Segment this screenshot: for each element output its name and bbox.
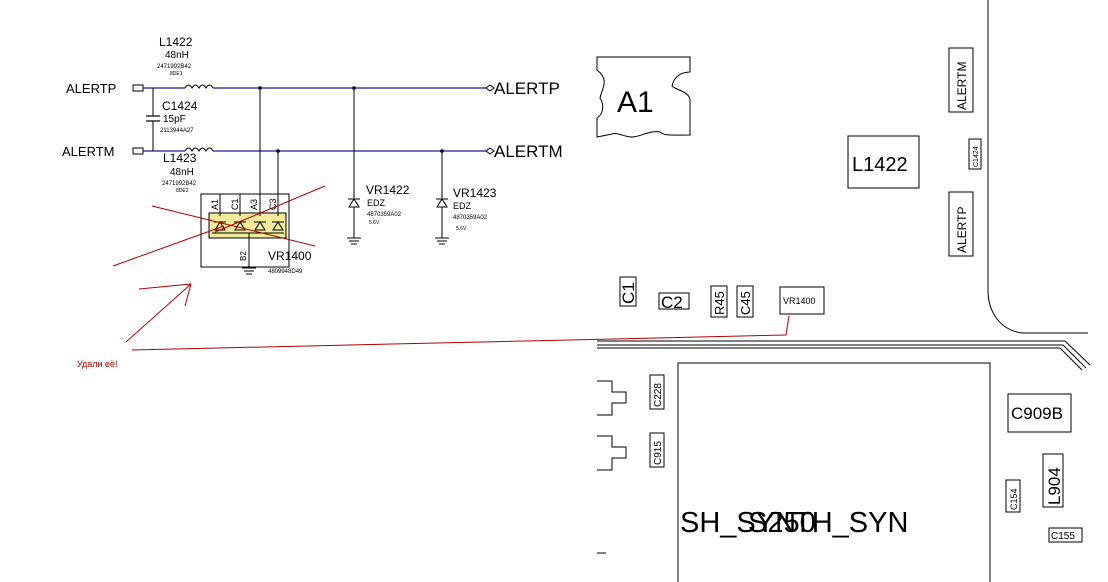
l1423-sub: 8DE2 (176, 188, 189, 194)
alertp-pad (948, 191, 974, 257)
c2-label: C2 (661, 293, 683, 312)
r45-footprint (710, 285, 728, 318)
trace (1062, 344, 1087, 369)
c1424-footprint (968, 138, 982, 170)
alertp-pad-label: ALERTP (955, 207, 969, 253)
c1-footprint (619, 276, 637, 307)
c1-label: C1 (619, 282, 638, 304)
net-label-alertm-left: ALERTM (62, 144, 115, 159)
l1423-part: 2471992B42 (162, 181, 197, 187)
c45-footprint (736, 285, 754, 318)
c154-label: C154 (1009, 488, 1019, 510)
vr1400-pin-b2: B2 (239, 251, 248, 261)
l1422-part: 2471992B42 (157, 64, 192, 70)
connector-alertm-right (485, 147, 495, 155)
vr1422-part: 4870359A02 (367, 212, 402, 218)
trace (1064, 340, 1091, 366)
vr1400-pin-a1: A1 (210, 199, 220, 210)
l1422-footprint (847, 135, 920, 189)
l904-label: L904 (1045, 467, 1064, 505)
c155-label: C155 (1051, 531, 1075, 542)
vr1422-ref: VR1422 (366, 183, 410, 197)
connector-alertp-right (485, 84, 495, 92)
alertm-pad (948, 47, 974, 113)
vr1400-pin-a3: A3 (249, 199, 259, 210)
c155-footprint (1048, 527, 1083, 543)
th-syn-label: TH_SYN (794, 507, 908, 539)
l1422-value: 48nH (165, 50, 189, 61)
schematic: ALERTP ALERTM L1422 48nH 2471992B42 8DE1… (62, 35, 790, 369)
l1422-ref: L1422 (159, 35, 193, 49)
c228-footprint (649, 374, 665, 410)
vr1423-type: EDZ (453, 201, 472, 211)
vr1422-type: EDZ (367, 198, 386, 208)
c1424-value: 15pF (163, 114, 186, 125)
vr1400-part: 4809948D49 (268, 269, 303, 275)
inductor-l1422-symbol (184, 84, 214, 89)
diode-vr1423-symbol (435, 151, 449, 245)
vr1423-ref: VR1423 (453, 186, 497, 200)
vr1400-pin-c3: C3 (268, 198, 278, 210)
diode-vr1422-symbol (347, 88, 361, 245)
capacitor-c1424-symbol (146, 88, 160, 151)
sh-syn-label: SH_SYN (680, 507, 796, 539)
c1424-part: 2113944A27 (160, 128, 194, 134)
l1423-value: 48nH (170, 167, 194, 178)
ic-outline (677, 362, 991, 582)
annotation-text: Удали её! (77, 359, 118, 369)
vr1400-label: VR1400 (783, 296, 816, 306)
c915-footprint (649, 432, 665, 468)
a1-label: A1 (617, 86, 654, 119)
c1424-ref: C1424 (162, 99, 198, 113)
vr1400-pin-c1: C1 (230, 198, 240, 210)
c915-label: C915 (653, 441, 664, 465)
r45-label: R45 (712, 291, 727, 315)
connector-alertm-left (132, 147, 144, 155)
connector-alertp-left (132, 84, 144, 92)
net-label-alertp-left: ALERTP (66, 81, 116, 96)
c2-footprint (658, 292, 690, 310)
s250-label: S250 (748, 507, 816, 539)
connector-comb (597, 380, 627, 471)
c45-label: C45 (738, 291, 753, 315)
l904-footprint (1042, 453, 1064, 508)
vr1423-volt: 5.6V (456, 226, 467, 232)
c909b-label: C909B (1011, 404, 1063, 423)
inductor-l1423-symbol (184, 147, 214, 152)
trace (1059, 347, 1083, 371)
c228-label: C228 (653, 383, 664, 407)
vr1400-footprint (779, 286, 825, 315)
diode-array-vr1400 (200, 88, 290, 275)
vr1400-ref: VR1400 (268, 249, 312, 263)
c154-footprint (1005, 479, 1021, 513)
c909b-footprint (1007, 393, 1072, 433)
net-label-alertp-right: ALERTP (494, 79, 560, 98)
annotation-strokes (112, 185, 790, 351)
board-edge-right (987, 0, 1088, 334)
a1-outline (596, 56, 691, 138)
vr1422-volt: 5.6V (369, 220, 380, 226)
c1424-label: C1424 (973, 146, 980, 167)
alertm-pad-label: ALERTM (955, 62, 969, 110)
l1422-sub: 8DE1 (170, 71, 183, 77)
l1423-ref: L1423 (163, 151, 197, 165)
pcb-layout: A1 L1422 ALERTM C1424 ALERTP C1 C2 R45 C… (596, 0, 1091, 582)
net-label-alertm-right: ALERTM (494, 142, 563, 161)
vr1423-part: 4870359A02 (453, 215, 488, 221)
l1422-label: L1422 (852, 154, 908, 176)
